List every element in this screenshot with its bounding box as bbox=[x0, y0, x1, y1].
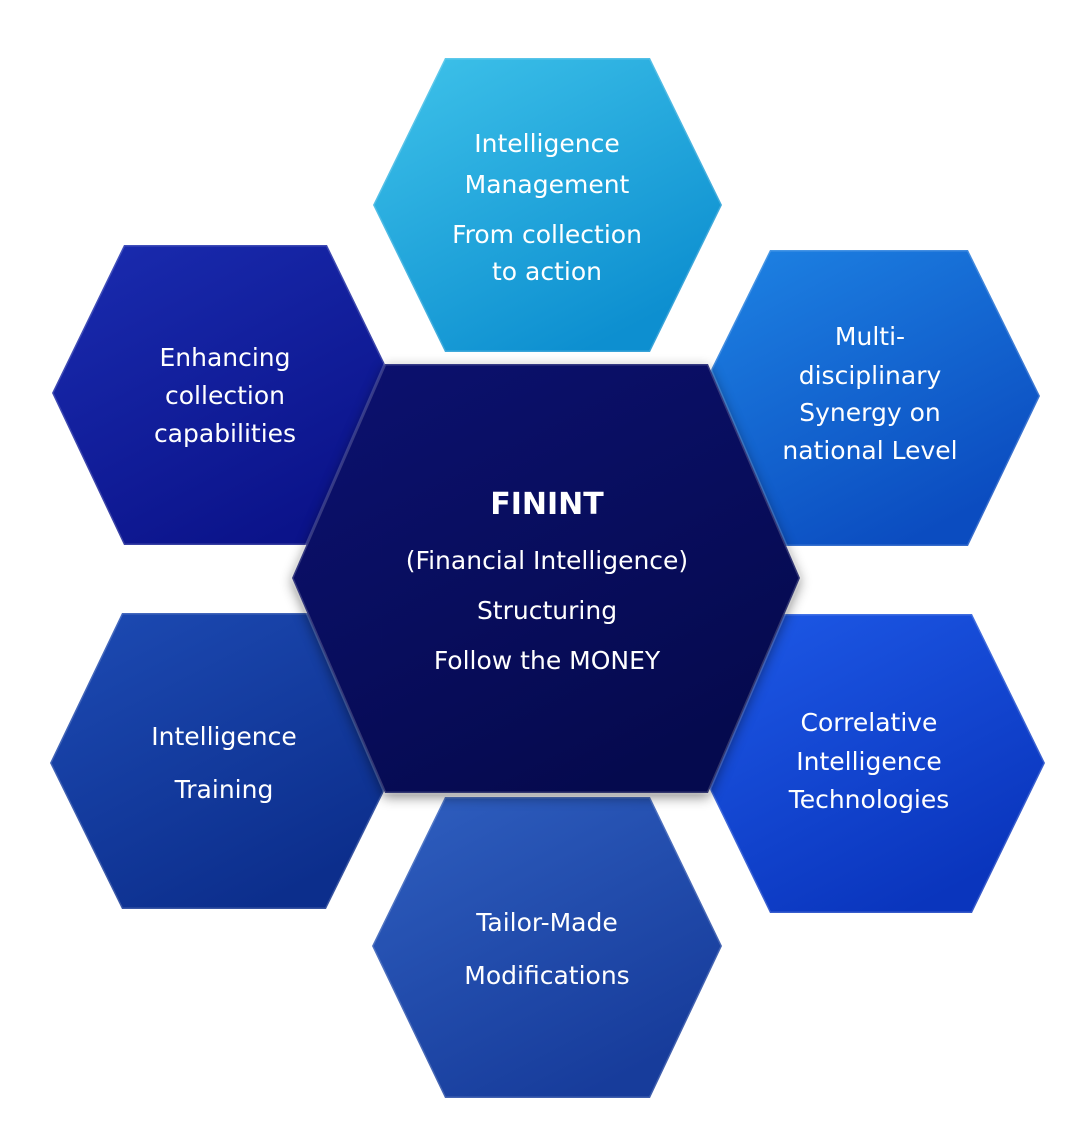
hexagon-correlative-technologies-line-3: Technologies bbox=[788, 785, 950, 814]
hexagon-intelligence-management-line-2: Management bbox=[465, 170, 630, 199]
hexagon-enhancing-collection-line-1: Enhancing bbox=[159, 343, 290, 372]
hexagon-finint-line-2: Structuring bbox=[477, 596, 617, 625]
hexagon-tailor-made-modifications: Tailor-Made Modifications bbox=[370, 795, 724, 1100]
hexagon-correlative-technologies: Correlative Intelligence Technologies bbox=[695, 612, 1047, 915]
hexagon-intelligence-management-line-1: Intelligence bbox=[474, 129, 619, 158]
hexagon-multidisciplinary-synergy-line-2: disciplinary bbox=[799, 361, 942, 390]
hexagon-multidisciplinary-synergy: Multi- disciplinary Synergy on national … bbox=[696, 248, 1042, 548]
hexagon-multidisciplinary-synergy-line-4: national Level bbox=[782, 436, 957, 465]
hexagon-correlative-technologies-line-2: Intelligence bbox=[796, 747, 941, 776]
hexagon-intelligence-management-line-4: to action bbox=[492, 257, 602, 286]
hexagon-intelligence-training-line-2: Training bbox=[174, 775, 274, 804]
hexagon-enhancing-collection: Enhancing collection capabilities bbox=[50, 243, 401, 547]
hexagon-finint-line-3: Follow the MONEY bbox=[434, 646, 661, 675]
hexagon-finint-title: FININT bbox=[490, 487, 604, 522]
hexagon-intelligence-management: Intelligence Management From collection … bbox=[371, 56, 724, 354]
hexagon-multidisciplinary-synergy-line-3: Synergy on bbox=[799, 398, 940, 427]
hexagon-correlative-technologies-line-1: Correlative bbox=[801, 708, 938, 737]
hexagon-enhancing-collection-line-3: capabilities bbox=[154, 419, 296, 448]
hexagon-intelligence-training: Intelligence Training bbox=[48, 611, 400, 911]
hexagon-tailor-made-modifications-line-2: Modifications bbox=[464, 961, 629, 990]
hexagon-intelligence-training-line-1: Intelligence bbox=[151, 722, 296, 751]
hexagon-finint-line-1: (Financial Intelligence) bbox=[406, 546, 688, 575]
hexagon-enhancing-collection-line-2: collection bbox=[165, 381, 285, 410]
hexagon-finint-center: FININT (Financial Intelligence) Structur… bbox=[290, 362, 802, 795]
hexagon-intelligence-management-line-3: From collection bbox=[452, 220, 642, 249]
hexagon-tailor-made-modifications-line-1: Tailor-Made bbox=[475, 908, 617, 937]
hexagon-multidisciplinary-synergy-line-1: Multi- bbox=[835, 322, 905, 351]
